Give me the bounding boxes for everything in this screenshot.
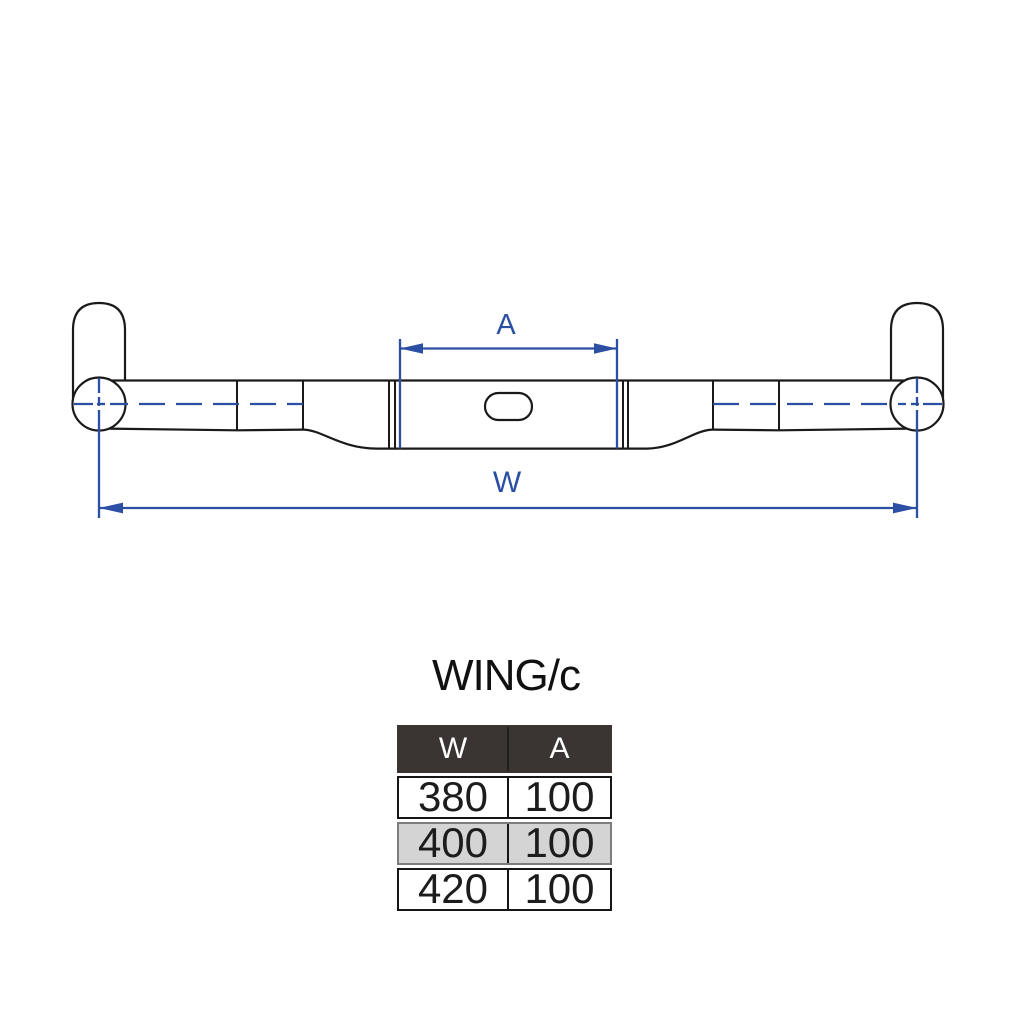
header-w: W — [438, 732, 468, 765]
arrowhead-left — [400, 343, 423, 354]
left-bar-end — [71, 301, 127, 398]
product-title: WING/c — [432, 651, 581, 700]
w-extension-lines — [97, 378, 919, 518]
cell-a: 100 — [507, 822, 610, 864]
cell-w: 400 — [417, 819, 489, 866]
dim-a-label: A — [496, 309, 516, 341]
header-a: A — [507, 727, 610, 771]
table-row: 420 100 — [397, 868, 612, 911]
dimension-w: W — [99, 466, 917, 514]
cell-a: 100 — [507, 776, 610, 818]
arrowhead-right — [893, 502, 917, 514]
clamp-slot — [483, 391, 534, 422]
dim-w-label: W — [493, 466, 522, 499]
cell-w: 380 — [417, 773, 489, 820]
arrowhead-left — [99, 502, 123, 514]
right-bar-end — [889, 301, 945, 398]
table-header-row: W A — [397, 725, 612, 773]
cell-a: 100 — [507, 868, 610, 910]
table-row-highlighted: 400 100 — [397, 822, 612, 865]
dimension-a: A — [398, 309, 619, 449]
table-row: 380 100 — [397, 776, 612, 819]
arrowhead-right — [594, 343, 617, 354]
size-table: W A 380 100 400 100 420 100 — [397, 725, 612, 911]
cell-w: 420 — [417, 865, 489, 912]
